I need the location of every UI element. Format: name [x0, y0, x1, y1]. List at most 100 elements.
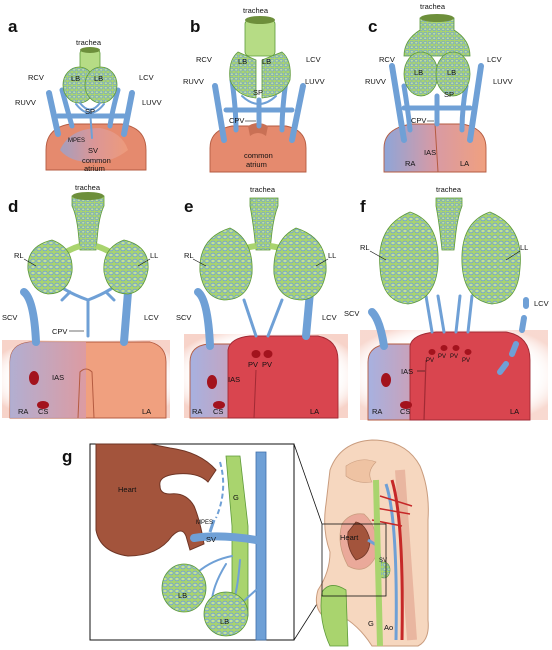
label-cs-f: CS	[400, 407, 410, 416]
label-lcv-a: LCV	[139, 73, 154, 82]
lung-bud-left-b	[229, 51, 257, 99]
label-sv2-g: SV	[379, 558, 387, 564]
pv-opening-f-2	[440, 345, 448, 351]
label-cpv-b: CPV	[229, 116, 244, 125]
label-sp-b: SP	[253, 88, 263, 97]
interatrial-septum-e	[253, 369, 257, 419]
interatrial-septum-f	[423, 359, 427, 421]
pv-opening-f-1	[428, 349, 436, 355]
label-luvv-c: LUVV	[493, 77, 513, 86]
mpes-vessel-inset	[215, 461, 225, 519]
lung-bud-right-c	[435, 51, 471, 97]
label-ra-e: RA	[192, 407, 202, 416]
panel-letter-d: d	[8, 197, 18, 216]
label-ao-g: Ao	[384, 623, 393, 632]
right-lung-f	[379, 211, 439, 305]
label-lb1-c: LB	[414, 68, 423, 77]
label-lcv-f: LCV	[534, 299, 549, 308]
panel-letter-g: g	[62, 447, 72, 466]
label-ruvv-c: RUVV	[365, 77, 386, 86]
cardinal-vein-inset	[255, 451, 267, 641]
panel-e: e trachea RL LL SCV LCV PV PV IAS RA CS …	[176, 185, 348, 419]
label-ias-f: IAS	[401, 367, 413, 376]
label-rl-e: RL	[184, 251, 194, 260]
opening-d	[29, 371, 39, 385]
label-lb1-a: LB	[71, 74, 80, 83]
embryo-heart	[347, 521, 371, 561]
label-ll-e: LL	[328, 251, 336, 260]
trachea-c	[403, 17, 471, 57]
interatrial-septum-d	[77, 368, 95, 419]
label-lb2-a: LB	[94, 74, 103, 83]
label-pv1-f: PV	[426, 358, 434, 364]
label-pv1-e: PV	[248, 360, 258, 369]
coronary-sinus-e	[213, 401, 225, 409]
label-lb1-b: LB	[238, 57, 247, 66]
label-ias-d: IAS	[52, 373, 64, 382]
label-ias-c: IAS	[424, 148, 436, 157]
interatrial-septum-c	[434, 123, 439, 173]
label-atrium2-a: atrium	[84, 164, 105, 173]
label-scv-d: SCV	[2, 313, 17, 322]
trachea-d	[71, 195, 105, 251]
label-ias-e: IAS	[228, 375, 240, 384]
label-g2-g: G	[368, 619, 374, 628]
label-rcv-b: RCV	[196, 55, 212, 64]
label-la-c: LA	[460, 159, 469, 168]
label-lcv-b: LCV	[306, 55, 321, 64]
label-heart-g: Heart	[118, 485, 137, 494]
lung-bud-left-inset	[161, 563, 207, 613]
label-cpv-c: CPV	[411, 116, 426, 125]
label-trachea-e: trachea	[250, 185, 276, 194]
label-la-f: LA	[510, 407, 519, 416]
trachea-e	[249, 197, 279, 251]
panel-letter-f: f	[360, 197, 366, 216]
embryo-gut	[373, 479, 383, 647]
label-heart2-g: Heart	[340, 533, 359, 542]
panel-letter-c: c	[368, 17, 377, 36]
opening-e	[207, 375, 217, 389]
label-rcv-a: RCV	[28, 73, 44, 82]
left-atrium-f	[409, 331, 531, 421]
label-pv2-f: PV	[438, 354, 446, 360]
label-ra-d: RA	[18, 407, 28, 416]
label-g-g: G	[233, 493, 239, 502]
right-lung-d	[27, 239, 73, 295]
pv-opening-f-3	[452, 345, 460, 351]
label-trachea-c: trachea	[420, 2, 446, 11]
pv-opening-e-1	[251, 350, 261, 358]
panel-a: a trachea RCV LCV RUVV LUVV LB LB SP MPE…	[8, 17, 162, 173]
label-ruvv-b: RUVV	[183, 77, 204, 86]
panel-f: f trachea RL LL SCV LCV PV PV PV PV IAS …	[344, 185, 549, 421]
left-atrium-e	[227, 335, 339, 419]
zoom-box	[321, 523, 387, 597]
label-lb1-g: LB	[178, 591, 187, 600]
label-atrium1-b: common	[244, 151, 273, 160]
label-luvv-b: LUVV	[305, 77, 325, 86]
left-lung-e	[273, 227, 327, 301]
lung-bud-right-b	[261, 51, 291, 99]
label-ll-f: LL	[520, 243, 528, 252]
label-trachea-a: trachea	[76, 38, 102, 47]
label-cpv-d: CPV	[52, 327, 67, 336]
label-lb2-b: LB	[262, 57, 271, 66]
label-cs-e: CS	[213, 407, 223, 416]
sinus-venosus-a	[60, 128, 128, 163]
label-scv-f: SCV	[344, 309, 359, 318]
pv-opening-e-2	[263, 350, 273, 358]
lung-bud-right-inset	[203, 591, 249, 637]
panel-letter-e: e	[184, 197, 193, 216]
panel-d: d trachea RL LL SCV LCV CPV IAS RA CS LA	[2, 183, 170, 419]
inset-connector	[293, 443, 323, 641]
label-rl-f: RL	[360, 243, 370, 252]
trachea-f	[435, 197, 463, 251]
label-ra-f: RA	[372, 407, 382, 416]
right-lung-e	[199, 227, 253, 301]
label-pv3-f: PV	[450, 354, 458, 360]
label-pv2-e: PV	[262, 360, 272, 369]
label-sp-c: SP	[444, 90, 454, 99]
left-lung-d	[103, 239, 149, 295]
label-la-e: LA	[310, 407, 319, 416]
heart-inset	[95, 443, 217, 557]
